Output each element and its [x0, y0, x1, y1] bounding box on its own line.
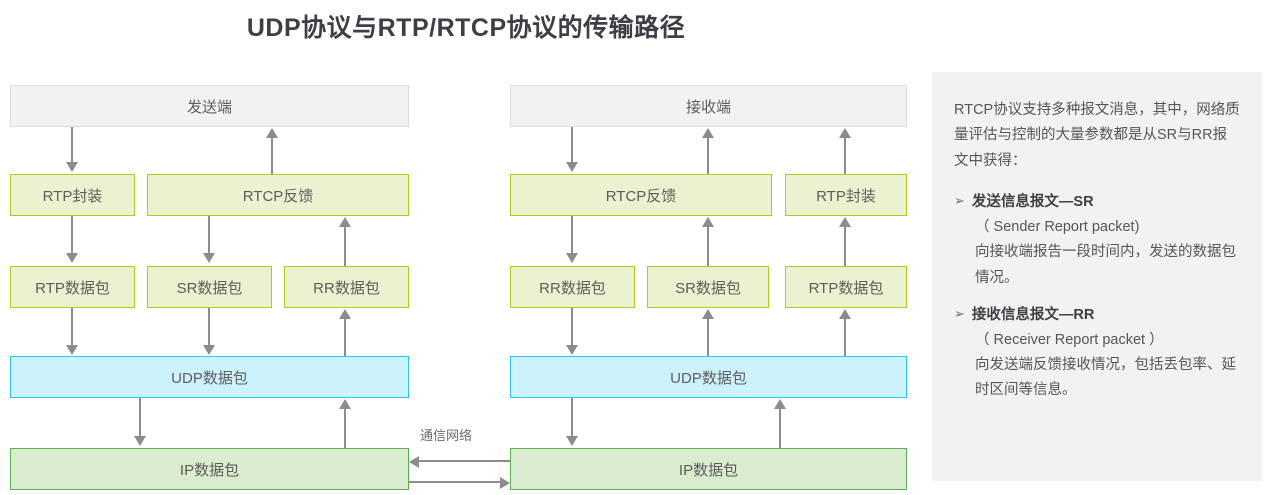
right-box-ip-packet: IP数据包 [510, 448, 907, 490]
arrow-left-rtcp-to-srpkt [208, 216, 210, 256]
sidebar-item-rr-english: （ Receiver Report packet ） [975, 331, 1164, 348]
right-endpoint-box: 接收端 [510, 85, 907, 127]
sidebar-item-sr-body: （ Sender Report packet) 向接收端报告一段时间内，发送的数… [954, 215, 1240, 291]
sidebar-item-rr-description: 向发送端反馈接收情况，包括丢包率、延时区间等信息。 [975, 356, 1236, 399]
left-box-rr-packet: RR数据包 [284, 266, 409, 308]
arrow-left-rtppkt-to-udp [71, 308, 73, 348]
arrow-head-down-icon [66, 253, 78, 263]
arrow-right-udp-to-ip [571, 398, 573, 439]
arrow-head-up-icon [702, 128, 714, 138]
arrow-left-srpkt-to-udp [208, 308, 210, 348]
sidebar-item-rr-heading-row: ➢ 接收信息报文—RR [954, 303, 1240, 328]
arrow-left-udp-to-ip [139, 398, 141, 439]
arrow-head-up-icon [839, 128, 851, 138]
sidebar-item-sr-heading: 发送信息报文—SR [971, 194, 1094, 211]
arrow-left-rrpkt-to-rtcp [344, 226, 346, 266]
arrow-head-left-icon [409, 456, 419, 468]
sidebar-item-sr-heading-row: ➢ 发送信息报文—SR [954, 190, 1240, 215]
arrow-head-up-icon [774, 399, 786, 409]
arrow-head-up-icon [702, 217, 714, 227]
arrow-left-udp-to-rrpkt [344, 318, 346, 358]
arrow-head-up-icon [702, 309, 714, 319]
arrow-network-to-receiver [409, 481, 501, 483]
arrow-head-down-icon [566, 436, 578, 446]
arrow-head-down-icon [566, 253, 578, 263]
arrow-right-udp-to-rtppkt [844, 318, 846, 358]
left-box-ip-packet: IP数据包 [10, 448, 409, 490]
arrow-head-down-icon [134, 436, 146, 446]
arrow-right-rtcp-to-rrpkt [571, 216, 573, 256]
network-link-label: 通信网络 [420, 428, 473, 443]
arrow-network-to-sender [418, 460, 510, 462]
arrow-right-rrpkt-to-udp [571, 308, 573, 348]
right-box-sr-packet: SR数据包 [647, 266, 769, 308]
sidebar-item-sr: ➢ 发送信息报文—SR （ Sender Report packet) 向接收端… [954, 190, 1240, 291]
arrow-left-rtp-to-rtppkt [71, 216, 73, 256]
right-box-rtp-packet: RTP数据包 [785, 266, 907, 308]
bullet-arrow-icon: ➢ [954, 305, 965, 321]
arrow-left-ip-to-udp [344, 408, 346, 449]
sidebar-item-sr-description: 向接收端报告一段时间内，发送的数据包情况。 [975, 244, 1236, 286]
arrow-head-up-icon [266, 128, 278, 138]
sidebar-panel: RTCP协议支持多种报文消息，其中，网络质量评估与控制的大量参数都是从SR与RR… [932, 72, 1262, 481]
left-box-rtp-packet: RTP数据包 [10, 266, 135, 308]
arrow-head-down-icon [203, 345, 215, 355]
left-box-udp-packet: UDP数据包 [10, 356, 409, 398]
arrow-head-down-icon [566, 162, 578, 172]
arrow-head-up-icon [339, 309, 351, 319]
right-box-udp-packet: UDP数据包 [510, 356, 907, 398]
arrow-right-rtcp-to-endpoint [707, 137, 709, 175]
arrow-right-rtp-to-endpoint [844, 137, 846, 175]
diagram-canvas: 发送端 RTP封装 RTCP反馈 RTP数据包 SR数据包 RR数据包 UDP数… [10, 85, 907, 490]
page-title: UDP协议与RTP/RTCP协议的传输路径 [246, 14, 686, 42]
bullet-arrow-icon: ➢ [954, 193, 965, 209]
arrow-right-srpkt-to-rtcp [707, 226, 709, 266]
arrow-left-rtcp-to-endpoint [271, 137, 273, 175]
sidebar-intro-text: RTCP协议支持多种报文消息，其中，网络质量评估与控制的大量参数都是从SR与RR… [954, 102, 1240, 169]
right-box-rtcp-feedback: RTCP反馈 [510, 174, 772, 216]
arrow-left-endpoint-to-rtp [71, 127, 73, 165]
arrow-head-up-icon [339, 217, 351, 227]
arrow-head-down-icon [66, 162, 78, 172]
arrow-head-up-icon [839, 217, 851, 227]
arrow-head-down-icon [66, 345, 78, 355]
right-box-rr-packet: RR数据包 [510, 266, 635, 308]
left-box-rtp-encapsulation: RTP封装 [10, 174, 135, 216]
left-box-sr-packet: SR数据包 [147, 266, 272, 308]
arrow-head-up-icon [839, 309, 851, 319]
arrow-head-down-icon [203, 253, 215, 263]
right-box-rtp-encapsulation: RTP封装 [785, 174, 907, 216]
arrow-right-rtppkt-to-rtp [844, 226, 846, 266]
arrow-head-right-icon [500, 477, 510, 489]
sidebar-item-rr-body: （ Receiver Report packet ） 向发送端反馈接收情况，包括… [954, 328, 1240, 404]
left-endpoint-box: 发送端 [10, 85, 409, 127]
arrow-right-udp-to-srpkt [707, 318, 709, 358]
arrow-right-endpoint-to-rtcp [571, 127, 573, 165]
arrow-head-down-icon [566, 345, 578, 355]
arrow-right-ip-to-udp [779, 408, 781, 449]
sidebar-item-sr-english: （ Sender Report packet) [975, 218, 1140, 235]
sidebar-item-rr-heading: 接收信息报文—RR [971, 306, 1095, 323]
sidebar-item-rr: ➢ 接收信息报文—RR （ Receiver Report packet ） 向… [954, 303, 1240, 404]
arrow-head-up-icon [339, 399, 351, 409]
left-box-rtcp-feedback: RTCP反馈 [147, 174, 409, 216]
